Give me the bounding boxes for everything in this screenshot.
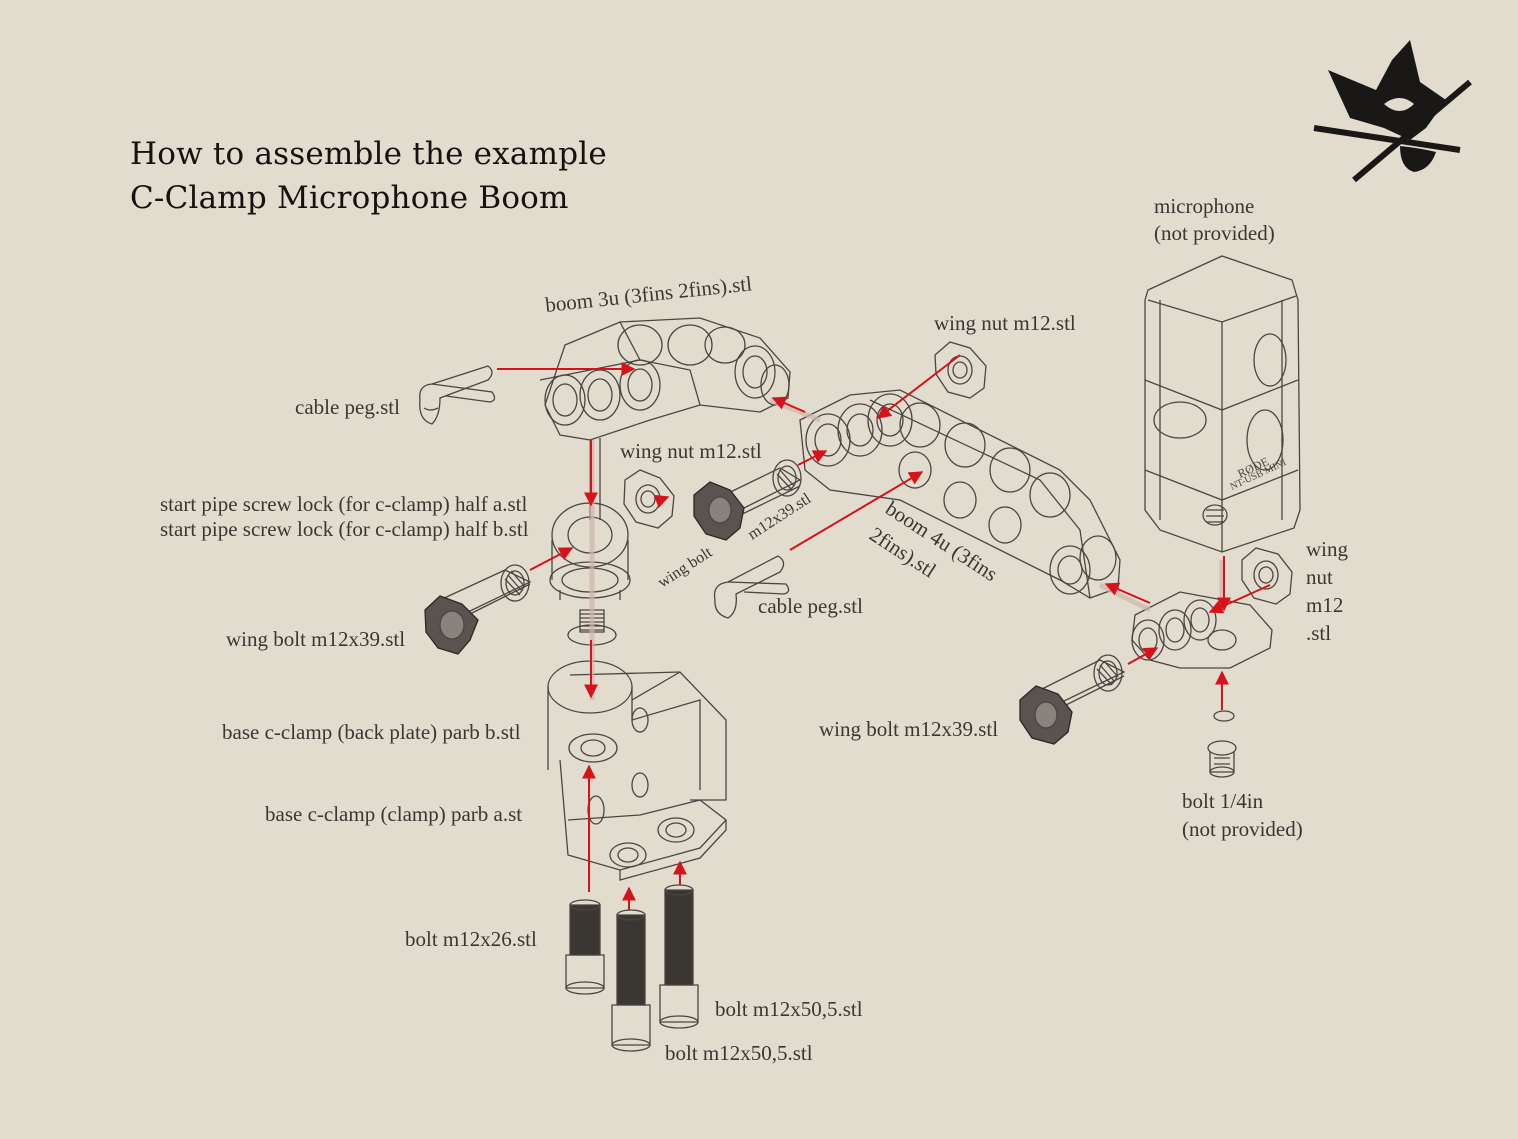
wing-bolt-right-label: wing bolt m12x39.stl [819,717,999,741]
cable-peg-left-part [419,365,496,425]
wing-nut-right-part [1241,547,1293,605]
wing-nut-mid-label: wing nut m12.stl [620,439,762,463]
wing-nut-top-label: wing nut m12.stl [934,311,1076,335]
base-c-clamp-part [547,660,727,881]
wing-nut-right-label-2: nut [1306,565,1333,589]
start-pipe-lock-a-label: start pipe screw lock (for c-clamp) half… [160,492,528,516]
bolt-quarter-label-1: bolt 1/4in [1182,789,1264,813]
start-pipe-lock-b-label: start pipe screw lock (for c-clamp) half… [160,517,529,541]
wing-bolt-left-part [424,564,532,655]
wing-nut-right-label-1: wing [1306,537,1348,561]
wing-bolt-mid-label-2: m12x39.stl [745,490,815,544]
bolt-m12x50-a-label: bolt m12x50,5.stl [715,997,863,1021]
boom-3u-part [539,317,791,520]
base-clamp-label: base c-clamp (clamp) parb a.st [265,802,523,826]
wing-nut-right-label-3: m12 [1306,593,1344,617]
microphone-part: RØDE NT-USB MINI [1144,255,1301,553]
bolt-m12x26-label: bolt m12x26.stl [405,927,537,951]
wing-nut-right-label-4: .stl [1306,621,1332,645]
base-back-plate-label: base c-clamp (back plate) parb b.stl [222,720,521,744]
cable-peg-left-label: cable peg.stl [295,395,400,419]
wing-bolt-right-part [1019,654,1126,745]
boom-3u-label: boom 3u (3fins 2fins).stl [544,271,753,317]
bolt-quarter-inch-part [1207,710,1237,778]
cable-peg-mid-label: cable peg.stl [758,594,863,618]
wing-bolt-mid-label-1: wing bolt [655,544,716,592]
crowned-flame-logo-icon [1313,40,1472,183]
wing-bolt-mid-part [693,459,802,541]
page-title: How to assemble the example C-Clamp Micr… [130,132,607,220]
microphone-label-2: (not provided) [1154,221,1275,245]
bolt-quarter-label-2: (not provided) [1182,817,1303,841]
bottom-bolts-part [565,884,699,1052]
wing-nut-top-part [934,341,987,399]
wing-nut-mid-part [623,469,675,529]
title-line-2: C-Clamp Microphone Boom [130,180,569,216]
microphone-label-1: microphone [1154,194,1255,218]
cable-peg-mid-part [713,555,790,619]
title-line-1: How to assemble the example [130,136,607,172]
end-connector-part [1131,591,1273,669]
bolt-m12x50-b-label: bolt m12x50,5.stl [665,1041,813,1065]
wing-bolt-left-label: wing bolt m12x39.stl [226,627,406,651]
assembly-arrows [497,354,1271,910]
